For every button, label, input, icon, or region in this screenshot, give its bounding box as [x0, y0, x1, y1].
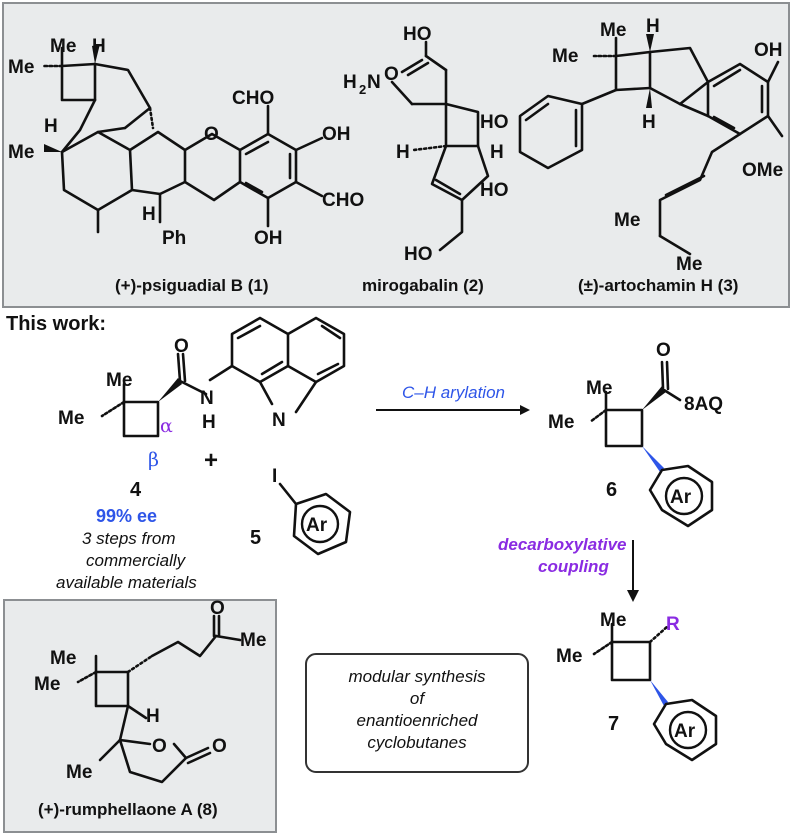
c3-caption: (±)-artochamin H (3) — [578, 276, 738, 295]
c1-me-left: Me — [8, 57, 34, 78]
arrow1-label: C–H arylation — [402, 383, 505, 402]
note-line-1: 3 steps from — [82, 529, 176, 548]
c4-quinoline-n: N — [272, 410, 286, 431]
plus-sign: + — [204, 447, 218, 474]
c4-me-left: Me — [58, 408, 84, 429]
compound-5-structure — [278, 482, 352, 556]
c3-ome: OMe — [742, 160, 783, 181]
c4-amide-h: H — [202, 412, 216, 433]
c3-h-top: H — [646, 16, 660, 37]
compound-8-structure — [76, 614, 242, 784]
c7-ar: Ar — [674, 721, 696, 742]
callout-line-2: of — [410, 689, 426, 708]
c8-me-left: Me — [34, 674, 60, 695]
c3-h-mid: H — [642, 112, 656, 133]
c1-me-top: Me — [50, 36, 76, 57]
this-work-heading: This work: — [6, 313, 106, 335]
compound-2-structure — [390, 40, 490, 252]
c4-beta-label: β — [148, 449, 159, 471]
c1-h-top: H — [92, 36, 106, 57]
natural-products-panel — [2, 2, 790, 308]
c1-phenyl: Ph — [162, 228, 186, 249]
c2-h2n-n: N — [367, 72, 381, 93]
callout-line-3: enantioenriched — [357, 711, 479, 730]
c7-r-group: R — [666, 614, 680, 635]
modular-synthesis-callout — [305, 653, 529, 773]
callout-line-4: cyclobutanes — [367, 733, 467, 752]
c6-oxygen: O — [656, 340, 671, 361]
c1-cho-right: CHO — [322, 190, 364, 211]
c7-me-top: Me — [600, 610, 626, 631]
c1-oxygen: O — [204, 124, 219, 145]
c6-me-top: Me — [586, 378, 612, 399]
c8-oxygen-ring: O — [152, 736, 167, 757]
c1-me-low: Me — [8, 142, 34, 163]
c8-me-top: Me — [50, 648, 76, 669]
c5-number: 5 — [250, 527, 261, 549]
c7-number: 7 — [608, 713, 619, 735]
c8-caption: (+)-rumphellaone A (8) — [38, 800, 218, 819]
rumphellaone-panel — [3, 599, 277, 833]
c4-oxygen: O — [174, 336, 189, 357]
c5-iodo: I — [272, 466, 277, 487]
callout-line-1: modular synthesis — [348, 667, 486, 686]
c2-oxygen: O — [384, 64, 399, 85]
c4-alpha-label: α — [160, 415, 173, 437]
c8-me-right: Me — [240, 630, 266, 651]
c3-ho-2: HO — [480, 180, 509, 201]
compound-1-structure — [40, 44, 324, 234]
c1-caption: (+)-psiguadial B (1) — [115, 276, 268, 295]
c8-oxygen-lactone: O — [212, 736, 227, 757]
c6-8aq: 8AQ — [684, 394, 723, 415]
compound-6-structure — [588, 360, 714, 528]
note-line-3: available materials — [56, 573, 197, 592]
c1-cho-top: CHO — [232, 88, 274, 109]
c2-h2n-sub: 2 — [359, 82, 366, 97]
c4-number: 4 — [130, 479, 142, 501]
note-line-2: commercially — [86, 551, 187, 570]
c8-me-low: Me — [66, 762, 92, 783]
c3-me-top: Me — [600, 20, 626, 41]
compound-7-structure — [592, 622, 718, 762]
c2-h-right: H — [490, 142, 504, 163]
c5-ar: Ar — [306, 515, 328, 536]
c6-me-left: Me — [548, 412, 574, 433]
c4-amide-n: N — [200, 388, 214, 409]
c1-h-left: H — [44, 116, 58, 137]
arrow2-label-line-2: coupling — [538, 557, 609, 576]
c2-caption: mirogabalin (2) — [362, 276, 484, 295]
compound-4-structure — [100, 316, 346, 438]
c4-me-top: Me — [106, 370, 132, 391]
c3-me-a: Me — [614, 210, 640, 231]
c6-ar: Ar — [670, 487, 692, 508]
c8-h: H — [146, 706, 160, 727]
c3-me-b: Me — [676, 254, 702, 275]
c1-oh-bottom: OH — [254, 228, 283, 249]
c2-ho-bottom: HO — [404, 244, 433, 265]
c3-me-left: Me — [552, 46, 578, 67]
c3-oh: OH — [754, 40, 783, 61]
c3-ho-1: HO — [480, 112, 509, 133]
c6-number: 6 — [606, 479, 617, 501]
c2-h2n-h: H — [343, 72, 357, 93]
c1-oh-right: OH — [322, 124, 351, 145]
ee-value: 99% ee — [96, 506, 157, 526]
c7-me-left: Me — [556, 646, 582, 667]
arrow2-label-line-1: decarboxylative — [498, 535, 627, 554]
compound-3-structure — [518, 34, 784, 256]
c2-h-left: H — [396, 142, 410, 163]
c8-oxygen-top: O — [210, 598, 225, 619]
c2-ho-top: HO — [403, 24, 432, 45]
c1-h-bottom: H — [142, 204, 156, 225]
